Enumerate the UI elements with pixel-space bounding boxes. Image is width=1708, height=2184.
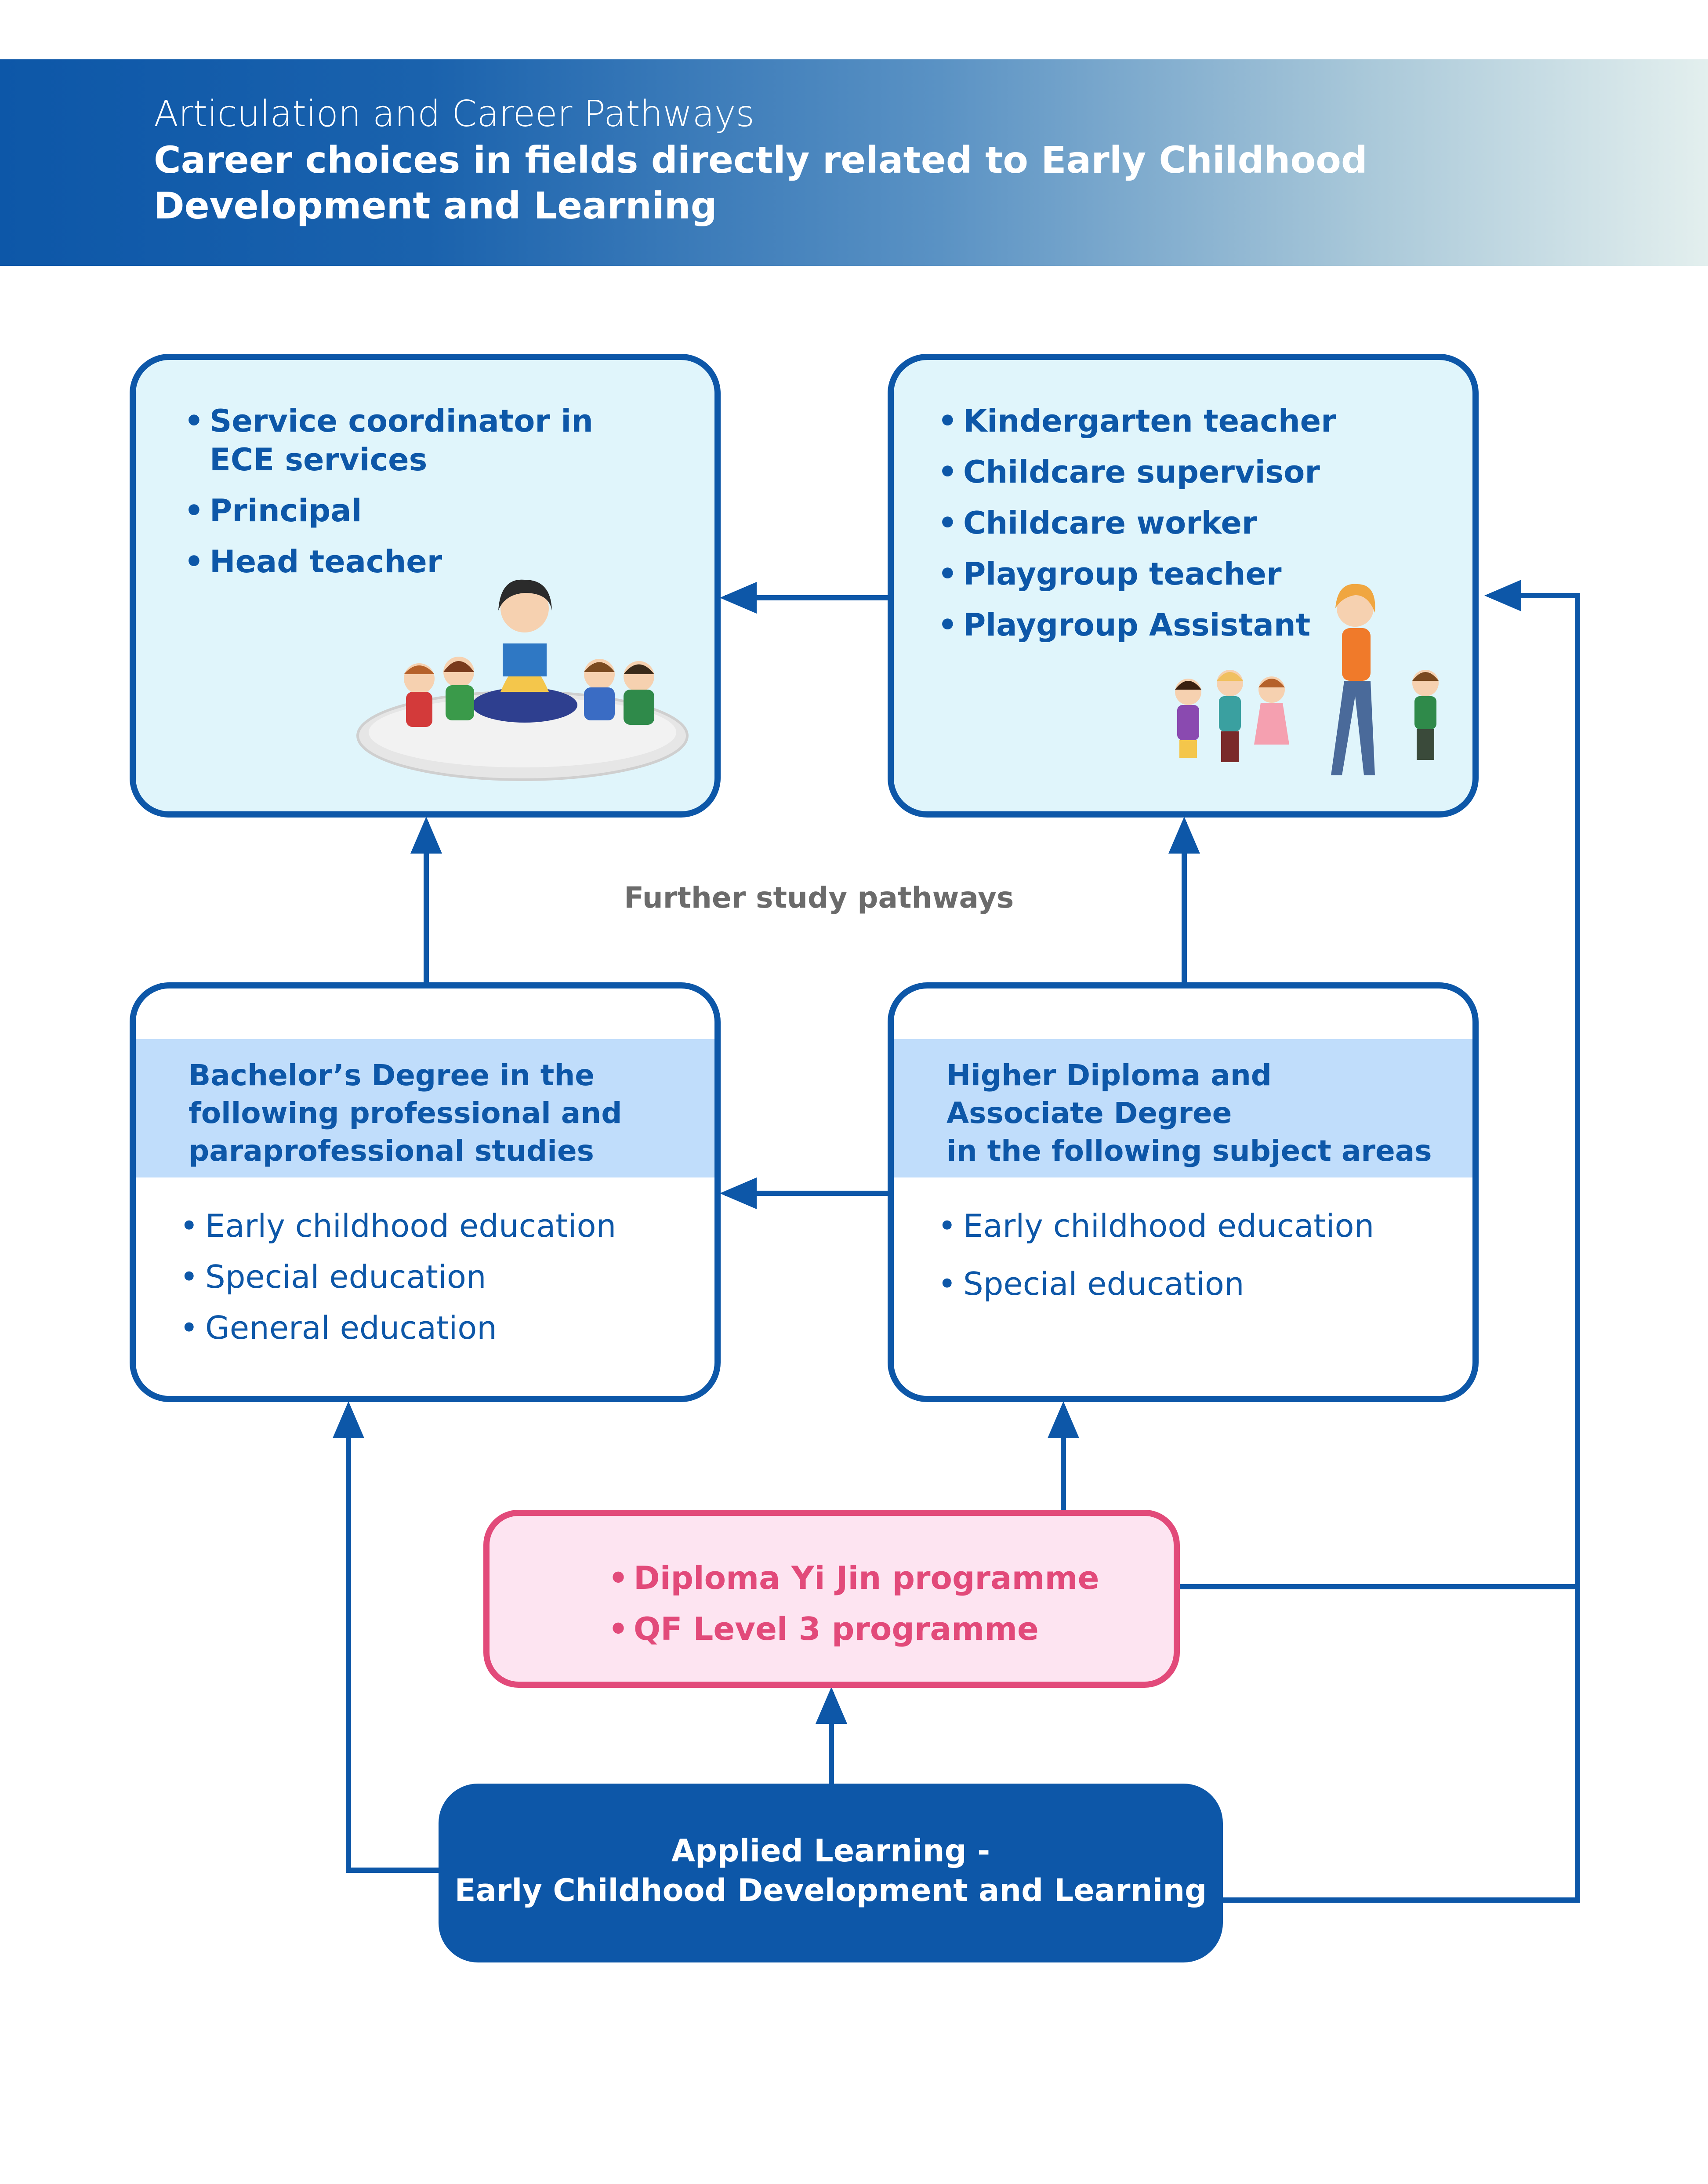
heading-line: Higher Diploma and — [946, 1058, 1272, 1092]
heading-line: in the following subject areas — [946, 1134, 1432, 1168]
teacher-walking-illustration — [1175, 584, 1439, 775]
further-study-label: Further study pathways — [624, 881, 1014, 915]
career-item: Playgroup teacher — [938, 555, 1421, 593]
heading-line: Associate Degree — [946, 1096, 1232, 1130]
senior-careers-list: Service coordinator in ECE services Prin… — [184, 402, 624, 593]
bachelor-heading: Bachelor’s Degree in the following profe… — [189, 1057, 622, 1170]
career-item: Childcare worker — [938, 504, 1421, 542]
teacher-reading-illustration — [356, 579, 689, 781]
heading-line: following professional and — [189, 1096, 622, 1130]
entry-careers-box: Kindergarten teacher Childcare superviso… — [888, 354, 1479, 818]
applied-learning-line2: Early Childhood Development and Learning — [454, 1872, 1207, 1908]
diploma-yi-jin-box: Diploma Yi Jin programme QF Level 3 prog… — [483, 1510, 1180, 1688]
career-item: Principal — [184, 491, 624, 530]
entry-careers-list: Kindergarten teacher Childcare superviso… — [938, 402, 1421, 657]
subject-item: Early childhood education — [938, 1206, 1443, 1246]
subject-item: Special education — [180, 1257, 685, 1297]
programme-item: QF Level 3 programme — [608, 1609, 1135, 1649]
higher-diploma-subject-list: Early childhood education Special educat… — [938, 1206, 1443, 1315]
header-banner — [0, 59, 1708, 266]
diploma-programme-list: Diploma Yi Jin programme QF Level 3 prog… — [608, 1558, 1135, 1660]
subject-item: Early childhood education — [180, 1206, 685, 1246]
bachelor-subject-list: Early childhood education Special educat… — [180, 1206, 685, 1359]
career-item: Head teacher — [184, 542, 624, 581]
arrow-applied-to-entry — [1223, 580, 1580, 1903]
career-item: Kindergarten teacher — [938, 402, 1421, 440]
higher-diploma-box: Higher Diploma and Associate Degree in t… — [888, 982, 1479, 1402]
career-item: Service coordinator in ECE services — [184, 402, 624, 479]
applied-learning-line1: Applied Learning - — [671, 1833, 990, 1869]
bachelor-degree-box: Bachelor’s Degree in the following profe… — [130, 982, 721, 1402]
arrow-applied-to-bachelor — [333, 1401, 439, 1873]
higher-diploma-heading: Higher Diploma and Associate Degree in t… — [946, 1057, 1432, 1170]
senior-careers-box: Service coordinator in ECE services Prin… — [130, 354, 721, 818]
page-title: Career choices in fields directly relate… — [154, 138, 1368, 227]
applied-learning-label: Applied Learning - Early Childhood Devel… — [439, 1831, 1223, 1910]
heading-line: Bachelor’s Degree in the — [189, 1058, 595, 1092]
applied-learning-box: Applied Learning - Early Childhood Devel… — [439, 1784, 1223, 1962]
bachelor-heading-band — [136, 1039, 714, 1177]
subject-item: General education — [180, 1308, 685, 1348]
programme-item: Diploma Yi Jin programme — [608, 1558, 1135, 1598]
career-item: Childcare supervisor — [938, 453, 1421, 491]
heading-line: paraprofessional studies — [189, 1134, 594, 1168]
header-subtitle: Articulation and Career Pathways — [154, 93, 755, 135]
higher-diploma-heading-band — [894, 1039, 1472, 1177]
subject-item: Special education — [938, 1264, 1443, 1304]
career-item: Playgroup Assistant — [938, 606, 1421, 644]
